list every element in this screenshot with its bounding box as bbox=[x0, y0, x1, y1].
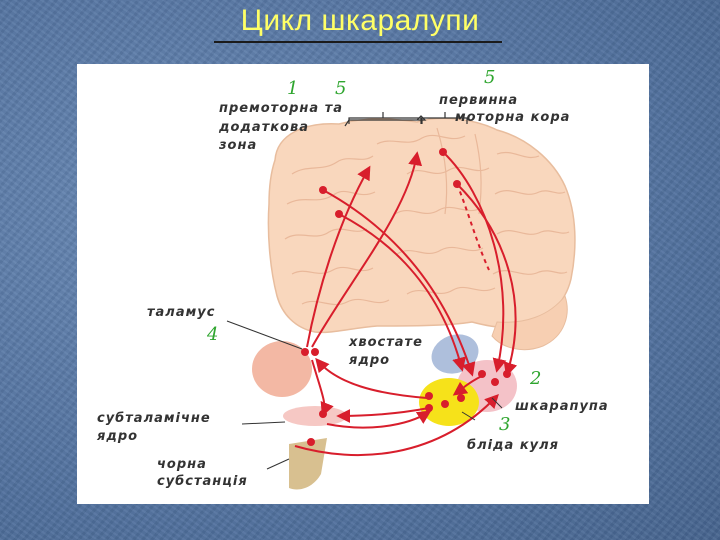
caudate-label-line1: хвостате bbox=[349, 335, 423, 350]
subthalamic-nucleus bbox=[283, 406, 347, 426]
number-premotor-1: 1 bbox=[287, 78, 299, 99]
primary-to-putamen bbox=[442, 151, 507, 373]
pathway-arrows bbox=[294, 151, 518, 457]
substantia-label-line2: субстанція bbox=[157, 474, 248, 489]
putamen-label: шкарапупа bbox=[515, 399, 609, 414]
thalamus-to-cortex-2 bbox=[311, 151, 423, 348]
number-putamen-2: 2 bbox=[530, 368, 542, 389]
number-primary-5: 5 bbox=[484, 67, 496, 88]
pallidus-to-subthalamic bbox=[336, 407, 430, 423]
primary-dashed bbox=[456, 183, 490, 271]
putamen-to-pallidus bbox=[452, 375, 483, 396]
diagram-canvas bbox=[226, 112, 576, 490]
premotor-label-line2: додаткова bbox=[219, 120, 309, 135]
primary-motor-label-line1: первинна bbox=[439, 93, 519, 108]
cortex-to-putamen-1 bbox=[322, 189, 476, 377]
primary-to-putamen-2 bbox=[456, 183, 518, 377]
substantia-to-putamen bbox=[294, 393, 499, 457]
caudate-label-line2: ядро bbox=[349, 353, 391, 368]
number-premotor-5: 5 bbox=[335, 78, 347, 99]
premotor-label-line1: премоторна та bbox=[219, 101, 344, 116]
leader-lines bbox=[226, 320, 503, 470]
thalamus-to-cortex-1 bbox=[306, 165, 371, 348]
substantia-label-line1: чорна bbox=[157, 457, 207, 472]
thalamus bbox=[252, 341, 312, 397]
premotor-brace-line bbox=[348, 112, 422, 124]
substantia-nigra bbox=[289, 438, 327, 490]
thalamus-label: таламус bbox=[147, 305, 216, 320]
pathway-nodes bbox=[301, 148, 511, 446]
premotor-label-line3: зона bbox=[219, 138, 258, 153]
primary-motor-label-line2: моторна кора bbox=[455, 110, 571, 125]
number-pallidus-3: 3 bbox=[499, 414, 511, 435]
slide-title: Цикл шкаралупи bbox=[240, 4, 480, 37]
thalamus-loop bbox=[311, 359, 334, 417]
cerebral-cortex bbox=[267, 117, 576, 334]
cerebellum bbox=[491, 294, 568, 351]
title-underline bbox=[214, 41, 502, 43]
subthalamic-to-pallidus bbox=[326, 410, 432, 429]
subthalamic-label-line1: субталамічне bbox=[97, 411, 211, 426]
globus-pallidus-label: бліда куля bbox=[467, 438, 560, 453]
cortex-to-putamen-2 bbox=[338, 213, 466, 372]
primary-brace-line bbox=[421, 112, 468, 124]
cortex-gyri bbox=[284, 127, 570, 306]
basal-ganglia-figure: премоторна та додаткова зона первинна мо… bbox=[77, 64, 649, 504]
pallidus-to-thalamus bbox=[315, 357, 428, 399]
number-thalamus-4: 4 bbox=[207, 324, 219, 345]
subthalamic-label-line2: ядро bbox=[97, 429, 139, 444]
